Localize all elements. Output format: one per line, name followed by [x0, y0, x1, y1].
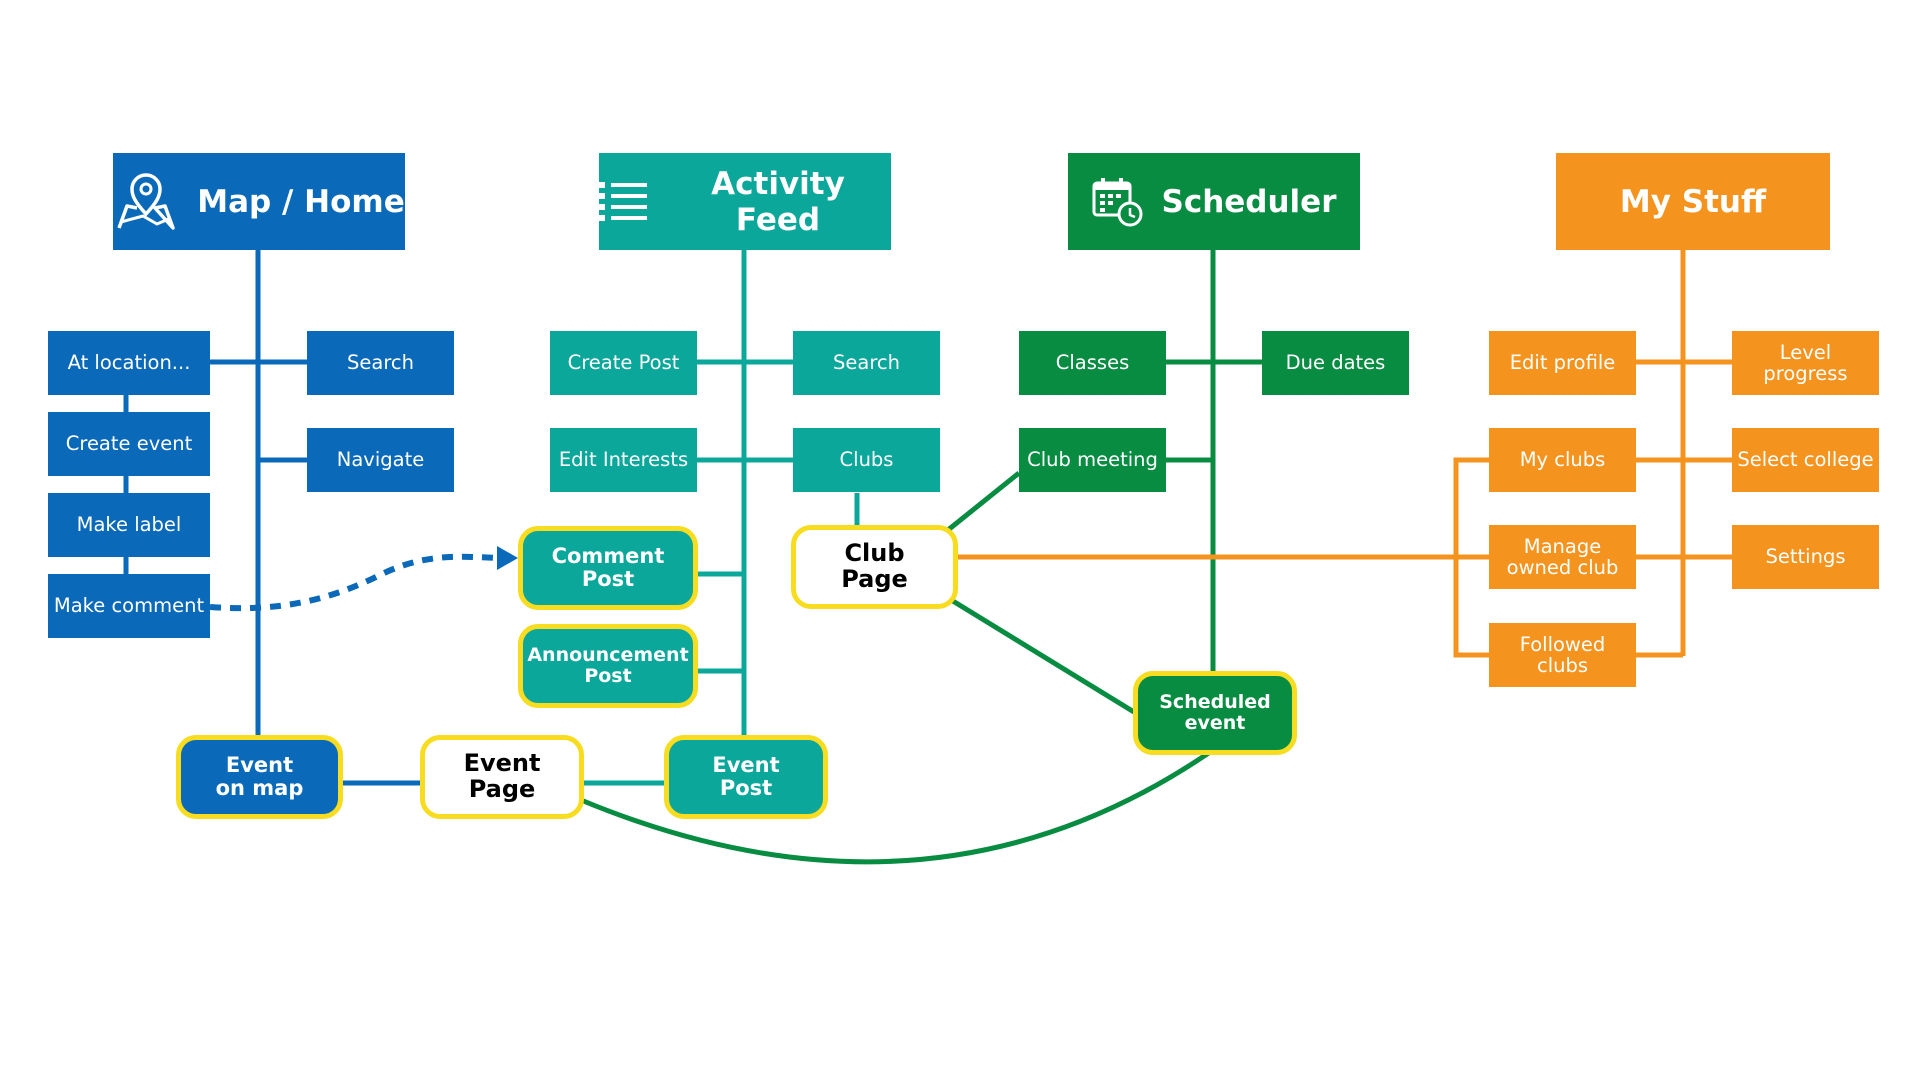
node-edit-profile-label: Edit profile — [1509, 351, 1616, 375]
node-create-event-label: Create event — [65, 432, 193, 456]
node-followed-clubs[interactable]: Followed clubs — [1489, 623, 1636, 687]
node-classes[interactable]: Classes — [1019, 331, 1166, 395]
header-scheduler-label: Scheduler — [1161, 183, 1337, 220]
node-level-progress[interactable]: Level progress — [1732, 331, 1879, 395]
node-event-page-label: Event Page — [463, 749, 541, 803]
node-level-progress-label: Level progress — [1763, 340, 1848, 385]
node-my-clubs-label: My clubs — [1519, 448, 1606, 472]
node-feed-search-label: Search — [833, 351, 900, 375]
node-feed-search[interactable]: Search — [793, 331, 940, 395]
node-make-label[interactable]: Make label — [48, 493, 210, 557]
node-due-dates[interactable]: Due dates — [1262, 331, 1409, 395]
node-make-label-label: Make label — [76, 513, 182, 537]
node-map-search-label: Search — [347, 351, 414, 375]
node-make-comment-label: Make comment — [53, 594, 205, 618]
calendar-clock-icon — [1092, 177, 1144, 227]
node-navigate[interactable]: Navigate — [307, 428, 454, 492]
node-comment-post-label: Comment Post — [551, 544, 665, 591]
node-club-meeting-label: Club meeting — [1027, 448, 1158, 472]
node-edit-interests-label: Edit Interests — [558, 448, 689, 472]
node-select-college[interactable]: Select college — [1732, 428, 1879, 492]
node-edit-interests[interactable]: Edit Interests — [550, 428, 697, 492]
header-my-stuff[interactable]: My Stuff — [1556, 153, 1830, 250]
node-clubs[interactable]: Clubs — [793, 428, 940, 492]
node-create-event[interactable]: Create event — [48, 412, 210, 476]
node-classes-label: Classes — [1055, 351, 1130, 375]
map-pin-icon — [113, 172, 179, 232]
node-club-meeting[interactable]: Club meeting — [1019, 428, 1166, 492]
node-announcement-post[interactable]: Announcement Post — [518, 624, 698, 708]
header-map-home[interactable]: Map / Home — [113, 153, 405, 250]
node-make-comment[interactable]: Make comment — [48, 574, 210, 638]
node-navigate-label: Navigate — [336, 448, 425, 472]
node-event-post[interactable]: Event Post — [664, 735, 828, 819]
node-due-dates-label: Due dates — [1285, 351, 1386, 375]
node-scheduled-event-label: Scheduled event — [1159, 691, 1271, 734]
node-edit-profile[interactable]: Edit profile — [1489, 331, 1636, 395]
node-comment-post[interactable]: Comment Post — [518, 526, 698, 610]
node-event-on-map-label: Event on map — [215, 753, 304, 800]
node-event-page[interactable]: Event Page — [420, 735, 584, 819]
node-followed-clubs-label: Followed clubs — [1519, 632, 1606, 677]
node-scheduled-event[interactable]: Scheduled event — [1133, 671, 1297, 755]
node-create-post[interactable]: Create Post — [550, 331, 697, 395]
node-settings-label: Settings — [1765, 545, 1846, 569]
header-scheduler[interactable]: Scheduler — [1068, 153, 1360, 250]
header-map-home-label: Map / Home — [197, 183, 405, 220]
list-icon — [599, 181, 647, 223]
node-at-location[interactable]: At location... — [48, 331, 210, 395]
node-event-on-map[interactable]: Event on map — [176, 735, 343, 819]
node-at-location-label: At location... — [67, 351, 191, 375]
node-club-page[interactable]: Club Page — [791, 525, 958, 609]
header-my-stuff-label: My Stuff — [1619, 183, 1767, 220]
node-my-clubs[interactable]: My clubs — [1489, 428, 1636, 492]
header-activity-feed[interactable]: Activity Feed — [599, 153, 891, 250]
node-announcement-post-label: Announcement Post — [527, 644, 689, 687]
node-clubs-label: Clubs — [839, 448, 894, 472]
node-settings[interactable]: Settings — [1732, 525, 1879, 589]
node-select-college-label: Select college — [1737, 448, 1874, 472]
node-manage-owned-club-label: Manage owned club — [1506, 534, 1619, 579]
node-event-post-label: Event Post — [712, 753, 780, 800]
node-manage-owned-club[interactable]: Manage owned club — [1489, 525, 1636, 589]
header-activity-feed-label: Activity Feed — [711, 165, 845, 238]
node-map-search[interactable]: Search — [307, 331, 454, 395]
node-create-post-label: Create Post — [567, 351, 680, 375]
node-club-page-label: Club Page — [841, 539, 908, 593]
